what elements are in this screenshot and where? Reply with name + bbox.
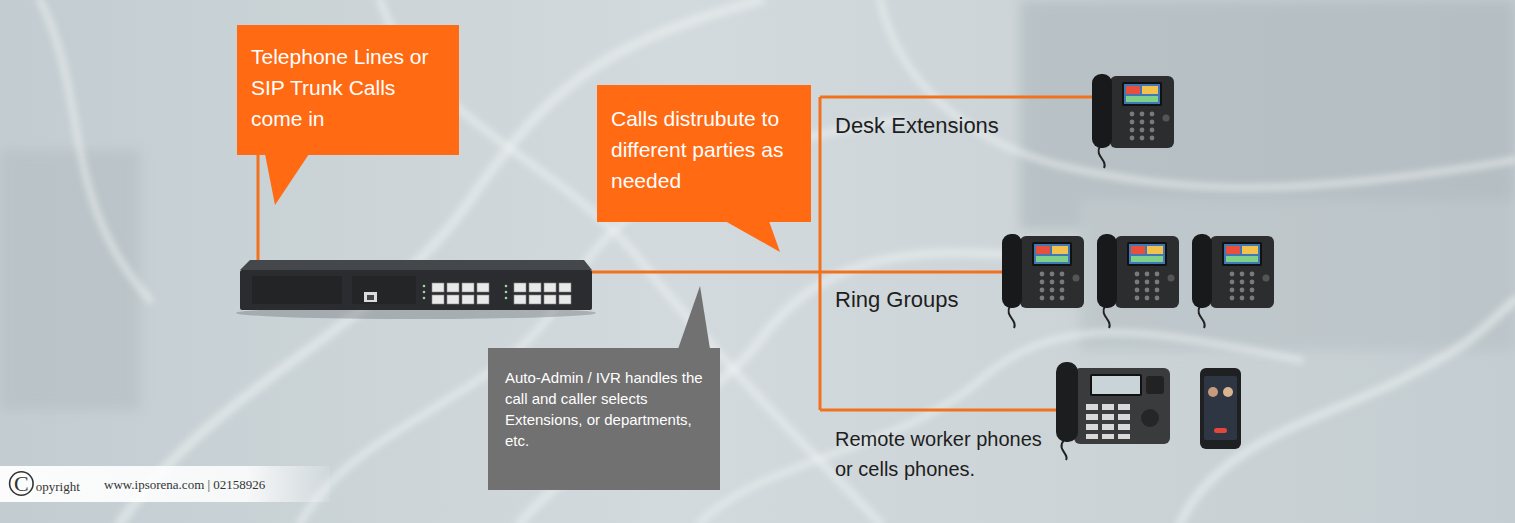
cable: [120, 0, 760, 523]
blurred-rack: [0, 150, 140, 410]
status-led: [505, 291, 508, 294]
status-led: [423, 285, 426, 288]
distribution-wire: [590, 271, 820, 274]
callout-box: Calls distrubute to different parties as…: [597, 85, 811, 222]
branch-label: Remote worker phones or cells phones.: [835, 424, 1053, 484]
callout-box: Telephone Lines or SIP Trunk Calls come …: [237, 25, 459, 155]
cell-phone-body: [1200, 368, 1241, 449]
callout-tail: [725, 221, 780, 252]
desk-branch: [820, 96, 1097, 99]
device-panel: [352, 276, 416, 304]
ethernet-ports: [432, 283, 489, 304]
status-led: [423, 291, 426, 294]
ring-group-phone: [1192, 234, 1274, 328]
remote-desk-phone: [1056, 362, 1170, 460]
desk-phone: [1092, 74, 1174, 168]
ethernet-ports: [514, 283, 571, 304]
callout-tail: [265, 154, 309, 205]
device-top: [240, 260, 592, 270]
blurred-switch: [1080, 200, 1515, 350]
ring-branch: [820, 271, 1004, 274]
console-port: [367, 295, 374, 300]
callout-box: Auto-Admin / IVR handles the call and ca…: [488, 348, 720, 490]
branch-label: Ring Groups: [835, 286, 959, 314]
blurred-rack: [1020, 0, 1515, 230]
callout-text: Calls distrubute to different parties as…: [611, 103, 797, 196]
status-led: [505, 285, 508, 288]
console-port: [364, 292, 377, 302]
callout-text: Telephone Lines or SIP Trunk Calls come …: [251, 41, 445, 134]
caller-avatar: [1223, 387, 1233, 397]
callout-tail: [678, 286, 710, 349]
device-panel: [252, 276, 342, 304]
pbx-device: [236, 260, 596, 319]
call-button: [1214, 428, 1227, 433]
branch-label: Desk Extensions: [835, 112, 999, 140]
ring-group-phone: [1097, 234, 1179, 328]
ring-group-phone: [1002, 234, 1084, 328]
cable: [40, 0, 150, 300]
cable: [1180, 300, 1515, 523]
status-led: [505, 297, 508, 300]
copyright-text: Copyright: [14, 472, 80, 499]
copyright-band: [0, 466, 330, 502]
cell-phone: [1200, 368, 1241, 449]
callout-text: Auto-Admin / IVR handles the call and ca…: [505, 367, 704, 451]
copyright-text: www.ipsorena.com | 02158926: [104, 476, 265, 494]
cable: [880, 0, 1515, 188]
distribution-bus: [819, 97, 822, 410]
cell-phone-screen: [1204, 376, 1237, 440]
blurred-cables: [40, 0, 1515, 523]
caller-avatar: [1208, 387, 1218, 397]
remote-branch: [820, 409, 1060, 412]
device-front: [240, 270, 592, 310]
status-led: [423, 297, 426, 300]
